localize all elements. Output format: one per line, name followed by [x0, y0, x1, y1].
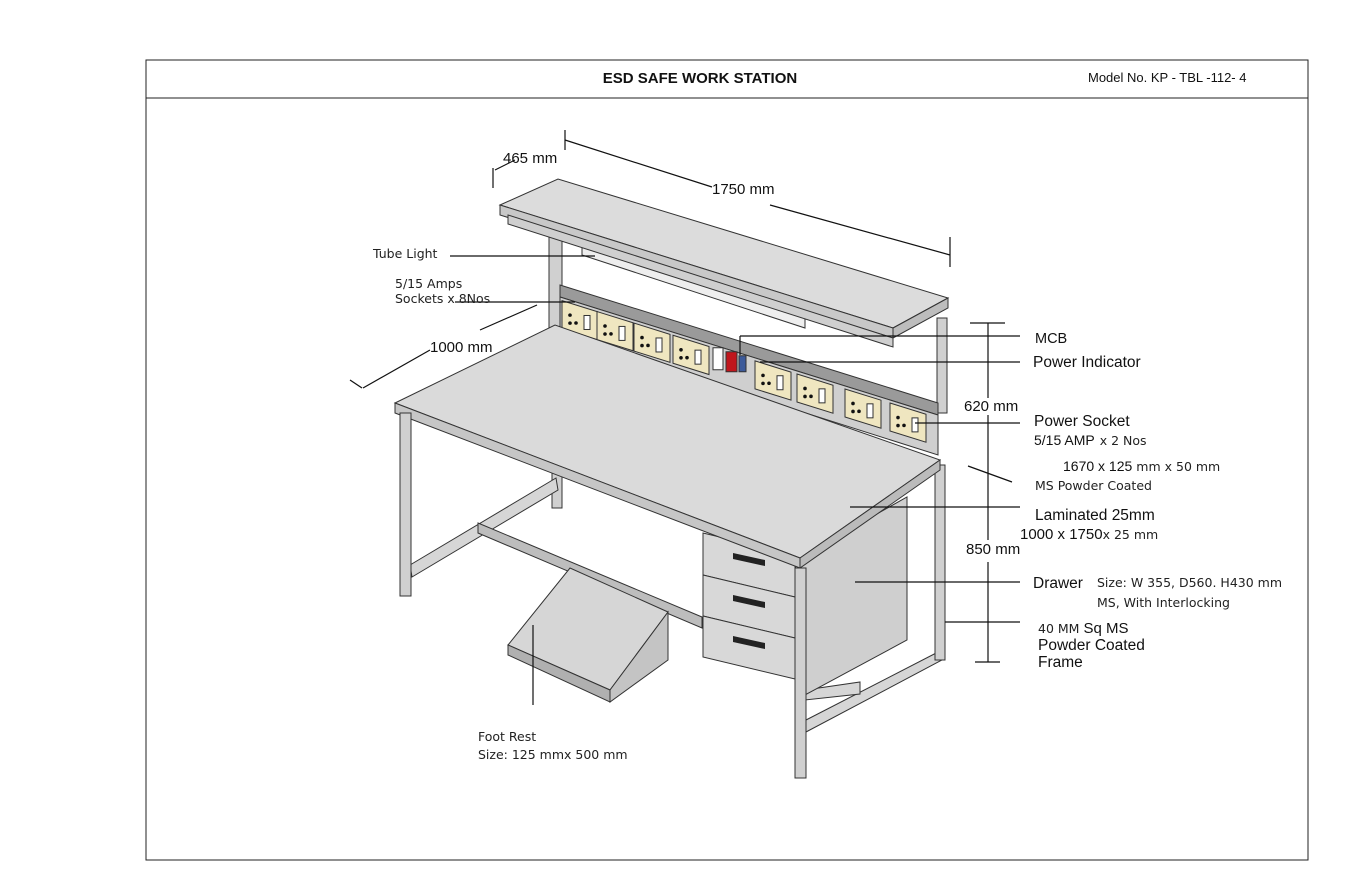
socket-switch [583, 314, 591, 330]
drawer-handle-icon[interactable] [733, 553, 765, 566]
socket-pin [685, 355, 689, 360]
socket-switch [911, 417, 919, 433]
upright-right [936, 317, 948, 414]
socket-pin [857, 409, 861, 414]
socket-pin [803, 386, 807, 391]
socket-pin [851, 409, 855, 414]
mcb-icon [725, 351, 738, 373]
socket-switch [866, 403, 874, 419]
drawing-title: ESD SAFE WORK STATION [603, 70, 797, 87]
socket-pin [851, 401, 855, 406]
dim-width: 1750 mm [712, 181, 775, 198]
socket-pin [568, 313, 572, 317]
power-socket [844, 388, 882, 429]
label-power-indicator: Power Indicator [1033, 354, 1141, 371]
socket-pin [896, 415, 900, 420]
power-indicator-icon [738, 355, 747, 373]
socket-pin [640, 343, 644, 348]
label-panel-finish: MS Powder Coated [1035, 478, 1152, 493]
power-socket [889, 402, 927, 443]
drawing-border [145, 59, 1309, 861]
socket-pin [609, 332, 613, 336]
top-shelf [498, 178, 950, 348]
socket-switch [818, 388, 826, 404]
socket-switch [694, 349, 702, 365]
power-socket [596, 310, 634, 352]
label-foot-rest-size: Size: 125 mmx 500 mm [478, 747, 628, 762]
switch-icon [712, 347, 724, 371]
label-power-socket: Power Socket [1034, 413, 1130, 430]
leg-back-right [934, 464, 946, 661]
drawer-handle-icon[interactable] [733, 595, 765, 608]
dim-table-height: 850 mm [966, 541, 1020, 558]
callout-leaders [450, 255, 1020, 705]
socket-pin [574, 321, 578, 325]
socket-pin [902, 423, 906, 428]
dim-table-depth: 1000 mm [430, 339, 493, 356]
socket-pin [809, 394, 813, 399]
socket-switch [618, 325, 626, 341]
leg-front-right [794, 567, 807, 779]
power-socket [672, 334, 710, 376]
socket-pin [679, 355, 683, 360]
label-sockets-2: Sockets x 8Nos [395, 291, 490, 306]
socket-pin [767, 381, 771, 386]
label-top-material: Laminated 25mm [1035, 507, 1155, 524]
label-tube-light: Tube Light [372, 246, 438, 261]
socket-pin [761, 381, 765, 386]
socket-pin [896, 423, 900, 428]
label-drawer-size: Size: W 355, D560. H430 mm [1097, 575, 1282, 590]
dimension-lines [349, 130, 1013, 663]
socket-pin [603, 324, 607, 328]
socket-pin [679, 347, 683, 352]
dim-upper-height: 620 mm [964, 398, 1018, 415]
socket-pin [568, 321, 572, 325]
table-top [393, 324, 942, 569]
power-socket [796, 373, 834, 414]
label-frame-3: Frame [1038, 654, 1083, 671]
power-socket [754, 360, 792, 401]
leg-front-left [399, 412, 412, 597]
label-sockets-1: 5/15 Amps [395, 276, 462, 291]
label-drawer: Drawer [1033, 575, 1083, 592]
dim-shelf-depth: 465 mm [503, 150, 557, 167]
socket-switch [776, 375, 784, 391]
drawer-handle-icon[interactable] [733, 636, 765, 649]
socket-pin [646, 343, 650, 348]
label-foot-rest: Foot Rest [478, 729, 536, 744]
label-top-size: 1000 x 1750x 25 mm [1020, 526, 1158, 543]
socket-pin [640, 335, 644, 340]
socket-pin [603, 332, 607, 336]
socket-pin [803, 394, 807, 399]
foot-rest [507, 567, 669, 703]
socket-pin [761, 373, 765, 378]
label-mcb: MCB [1035, 331, 1067, 347]
power-socket [633, 322, 671, 364]
power-sockets [561, 299, 927, 443]
socket-switch [655, 337, 663, 353]
label-drawer-spec: MS, With Interlocking [1097, 595, 1230, 610]
model-number: Model No. KP - TBL -112- 4 [1088, 70, 1246, 85]
label-frame-2: Powder Coated [1038, 637, 1145, 654]
